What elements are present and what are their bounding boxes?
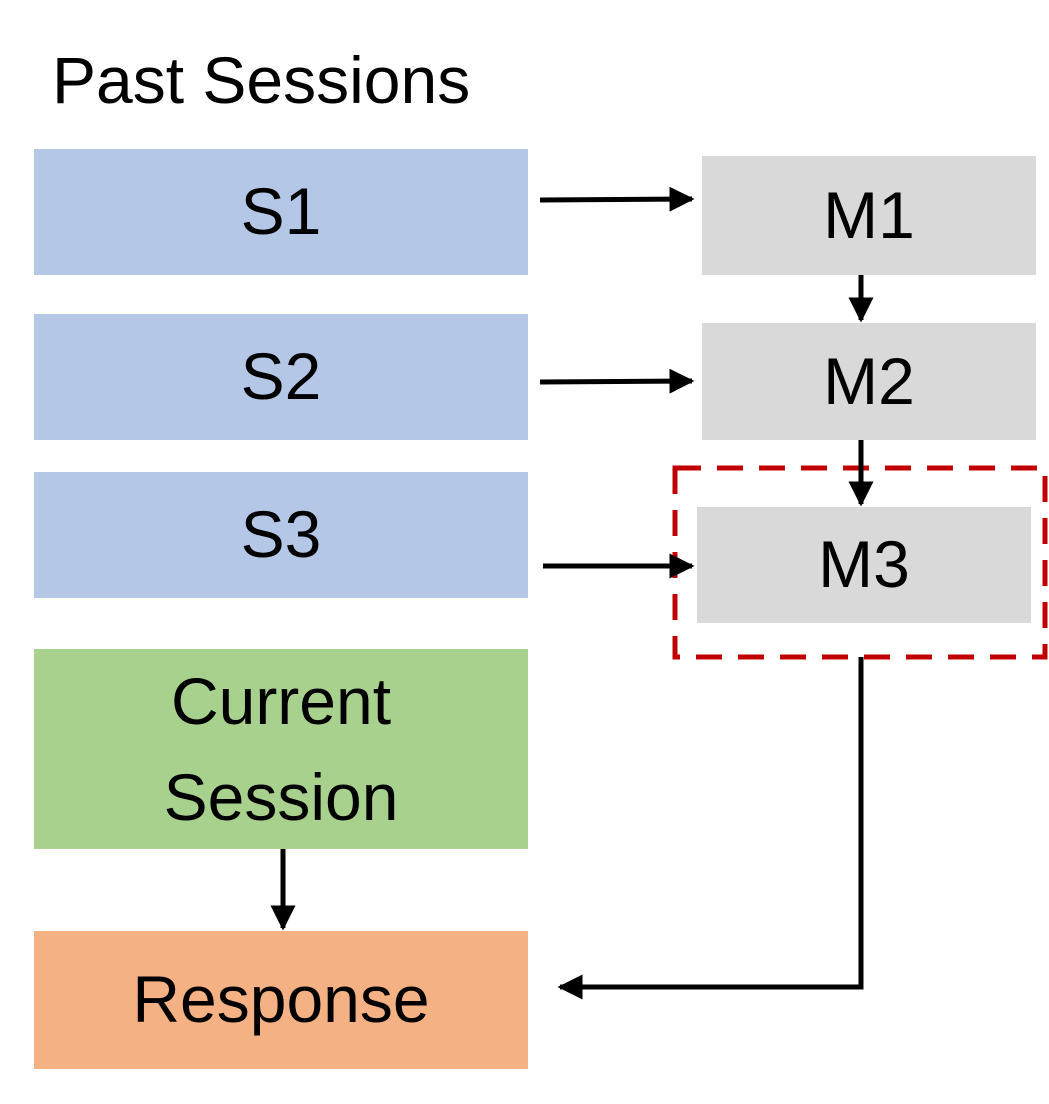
memory-m2-label: M2	[823, 343, 915, 418]
session-s2-box: S2	[34, 314, 528, 440]
arrow-m3-to-response	[557, 657, 864, 1000]
memory-m3-box: M3	[697, 507, 1031, 623]
session-s3-label: S3	[240, 497, 322, 572]
session-s1-label: S1	[240, 174, 322, 249]
current-session-label-line1: Current	[170, 664, 392, 738]
arrow-s2-to-m2	[539, 368, 695, 394]
memory-m2-box: M2	[702, 323, 1036, 440]
session-s2-label: S2	[240, 339, 322, 414]
response-box: Response	[34, 931, 528, 1069]
current-session-label-line2: Session	[163, 760, 399, 834]
arrow-s1-to-m1	[539, 186, 695, 212]
memory-m1-label: M1	[823, 177, 915, 252]
current-session-box: Current Session	[34, 649, 528, 849]
response-label: Response	[132, 962, 430, 1037]
session-s3-box: S3	[34, 472, 528, 598]
memory-m3-label: M3	[818, 527, 910, 602]
memory-m1-box: M1	[702, 156, 1036, 275]
session-s1-box: S1	[34, 149, 528, 275]
past-sessions-title: Past Sessions	[52, 43, 471, 117]
